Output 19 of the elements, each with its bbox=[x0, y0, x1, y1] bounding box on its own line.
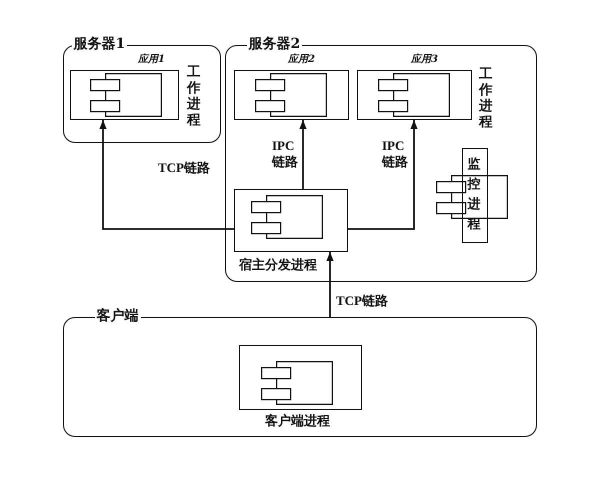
box-title: 应用3 bbox=[411, 54, 438, 66]
box-caption: 宿主分发进程 bbox=[239, 258, 317, 274]
arrow bbox=[348, 120, 418, 230]
arrow bbox=[299, 120, 307, 189]
box-caption: 客户端进程 bbox=[265, 414, 330, 430]
edge-label: IPC链路 bbox=[382, 138, 410, 170]
box-title: 应用2 bbox=[288, 54, 315, 66]
box-title: 应用1 bbox=[138, 54, 165, 66]
edge-label: IPC链路 bbox=[272, 138, 300, 170]
frame-title: 客户端 bbox=[94, 308, 140, 324]
edge-label: TCP链路 bbox=[336, 293, 388, 310]
side-label: 工作进程 bbox=[186, 64, 202, 128]
frame-title: 服务器1 bbox=[72, 36, 128, 52]
arrow bbox=[99, 120, 234, 230]
arrow bbox=[326, 252, 334, 317]
edge-label: TCP链路 bbox=[158, 160, 210, 176]
side-label: 工作进程 bbox=[478, 66, 494, 130]
process-bar bbox=[462, 148, 488, 242]
frame-title: 服务器2 bbox=[246, 36, 302, 52]
